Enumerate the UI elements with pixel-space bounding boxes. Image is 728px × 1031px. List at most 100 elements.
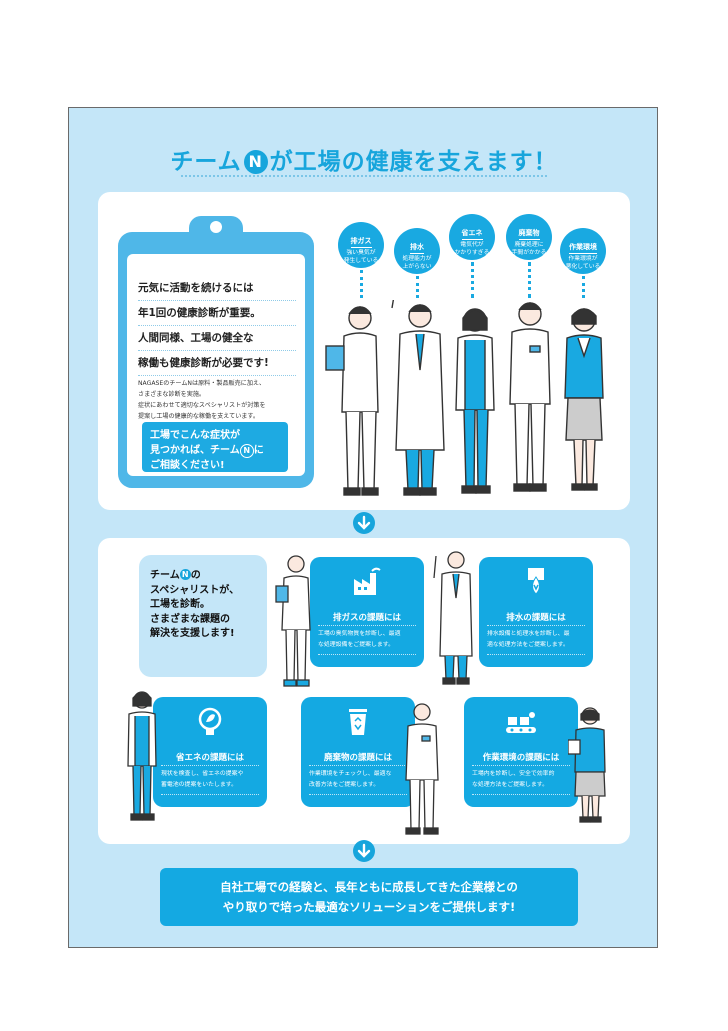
card-desc: 作業環境をチェックし、最適な改善方法をご提案します。 [309,769,409,791]
clipboard-clip [189,216,243,240]
title-underline [181,175,547,177]
card-title: 省エネの課題には [175,753,244,763]
specialist-figure-workplace [568,707,606,823]
intro-line-5: 解決を支援します! [150,628,235,639]
card-desc-line: 現状を検査し、省エネの提案や [161,771,244,777]
lead-line: 人間同様、工場の健全な [138,326,296,351]
symptom-desc: 上がらない [402,263,432,270]
symptom-title: 廃棄物 [518,228,540,240]
symptom-bubble-waste: 廃棄物 廃棄処理に 手間がかかる [506,214,552,260]
bubble-connector [416,276,423,298]
banner-line-1: 自社工場での経験と、長年ともに成長してきた企業様との [220,880,518,894]
card-desc-line: 工場内を診断し、安全で効率的 [472,771,555,777]
team-n-logo: N [243,150,268,174]
clipboard-lead: 元気に活動を続けるには 年1回の健康診断が重要。 人間同様、工場の健全な 稼働も… [138,276,296,376]
bubble-connector [528,262,535,298]
intro-text: の [190,570,201,581]
consult-line-3: ご相談ください! [150,460,225,471]
card-title: 排ガスの課題には [332,613,401,623]
body-line: 症状にあわせて適切なスペシャリストが対策を [138,402,266,409]
specialist-figure-wastewater [433,551,473,685]
water-drop-icon [528,568,544,595]
card-divider [487,654,585,655]
symptom-desc: 作業環境が [568,256,598,262]
symptom-title: 省エネ [461,228,483,240]
card-divider [161,794,259,795]
intro-line-2: スペシャリストが、 [150,584,240,596]
card-exhaust: 排ガスの課題には 工場の臭気物質を診断し、最適な処理設備をご提案します。 [310,557,424,667]
symptom-desc: 発生している [343,257,379,264]
team-n-logo-small: N [239,444,254,458]
symptom-title: 作業環境 [569,242,597,254]
card-title: 廃棄物の課題には [323,753,392,763]
symptom-bubble-exhaust: 排ガス 強い臭気が 発生している [338,222,384,268]
symptom-title: 排ガス [350,236,372,248]
body-line: NAGASEのチームNは原料・製品販売に加え、 [138,380,266,387]
symptom-desc: 悪化している [565,263,601,270]
card-energy: 省エネの課題には 現状を検査し、省エネの提案や蓄電池の提案をいたします。 [153,697,267,807]
specialist-figure-exhaust [275,555,311,687]
symptom-desc: 処理能力が [402,256,432,262]
card-divider [487,625,585,626]
consult-text-end: に [253,445,264,456]
title-text-2: が工場の健康を支えます！ [269,149,558,175]
factory-icon [354,567,381,595]
bubble-connector [582,276,589,298]
symptom-desc: 手間がかかる [511,249,547,256]
card-desc: 工場内を診断し、安全で効率的な処理方法をご提案します。 [472,769,572,791]
card-desc: 工場の臭気物質を診断し、最適な処理設備をご提案します。 [318,629,418,651]
body-line: 提案し工場の健康的な稼働を支えています。 [138,413,259,420]
symptom-desc: 強い臭気が [346,250,376,256]
solution-banner: 自社工場での経験と、長年ともに成長してきた企業様との やり取りで培った最適なソリ… [160,868,578,926]
card-waste: 廃棄物の課題には 作業環境をチェックし、最適な改善方法をご提案します。 [301,697,415,807]
down-arrow-icon [353,512,375,534]
card-desc-line: な処理設備をご提案します。 [318,642,394,648]
card-desc: 現状を検査し、省エネの提案や蓄電池の提案をいたします。 [161,769,261,791]
staff-illustration [325,300,604,496]
card-desc-line: 工場の臭気物質を診断し、最適 [318,631,401,637]
card-desc-line: 蓄電池の提案をいたします。 [161,782,237,788]
intro-text: チーム [150,570,180,581]
recycle-bin-icon [349,709,367,735]
consult-text: 見つかれば、チーム [150,445,240,456]
body-line: さまざまな診断を実施。 [138,391,206,398]
card-divider [318,625,416,626]
bubble-connector [471,262,478,298]
bubble-connector [360,270,367,298]
eco-bulb-icon [198,707,222,735]
specialist-figure-waste [405,703,439,835]
banner-line-2: やり取りで培った最適なソリューションをご提供します! [222,900,516,914]
symptom-desc: 廃棄処理に [514,242,544,248]
diagnosis-panel: 元気に活動を続けるには 年1回の健康診断が重要。 人間同様、工場の健全な 稼働も… [98,192,630,510]
clipboard: 元気に活動を続けるには 年1回の健康診断が重要。 人間同様、工場の健全な 稼働も… [118,216,314,488]
intro-line-3: 工場を診断。 [150,599,210,610]
card-wastewater: 排水の課題には 排水設備と処理水を診断し、最適な処理方法をご提案します。 [479,557,593,667]
card-desc-line: 改善方法をご提案します。 [309,782,380,788]
clipboard-body: NAGASEのチームNは原料・製品販売に加え、 さまざまな診断を実施。 症状にあ… [138,378,298,422]
intro-line-4: さまざまな課題の [150,613,230,625]
card-desc-line: 適な処理方法をご提案します。 [487,642,569,648]
card-divider [309,794,407,795]
card-title: 作業環境の課題には [482,753,560,763]
card-desc-line: 排水設備と処理水を診断し、最 [487,631,570,637]
lead-line: 元気に活動を続けるには [138,276,296,301]
card-title: 排水の課題には [506,613,566,623]
card-desc-line: 作業環境をチェックし、最適な [309,771,392,777]
symptom-desc: かかりすぎる [454,249,490,256]
symptom-bubble-workplace: 作業環境 作業環境が 悪化している [560,228,606,274]
card-divider [318,654,416,655]
lead-line: 稼働も健康診断が必要です! [138,351,296,376]
card-workplace: 作業環境の課題には 工場内を診断し、安全で効率的な処理方法をご提案します。 [464,697,578,807]
card-desc-line: な処理方法をご提案します。 [472,782,548,788]
card-divider [161,765,259,766]
down-arrow-icon [353,840,375,862]
consult-line-1: 工場でこんな症状が [150,430,240,441]
title-text-1: チーム [170,149,242,175]
symptom-title: 排水 [410,242,424,254]
